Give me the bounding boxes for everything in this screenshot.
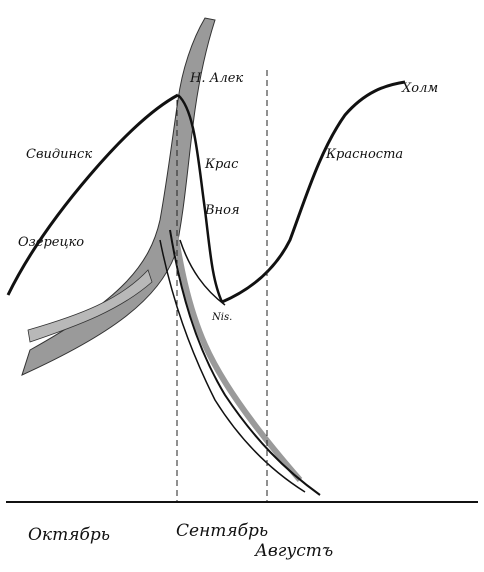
label-upper-right: Холм — [401, 81, 438, 96]
label-bottom-mid: Nis. — [211, 312, 232, 323]
month-right: Августъ — [254, 541, 333, 561]
label-right-mid: Красноста — [325, 147, 403, 162]
label-center-a: Крас — [204, 157, 239, 172]
label-center-b: Вноя — [204, 203, 240, 218]
month-left: Октябрь — [28, 525, 110, 545]
thin-route-lines — [8, 82, 405, 495]
label-top: Н. Алек — [189, 71, 243, 86]
label-left-lower: Озерецко — [18, 235, 84, 250]
label-left-mid: Свидинск — [26, 147, 92, 162]
month-middle: Сентябрь — [176, 521, 268, 541]
